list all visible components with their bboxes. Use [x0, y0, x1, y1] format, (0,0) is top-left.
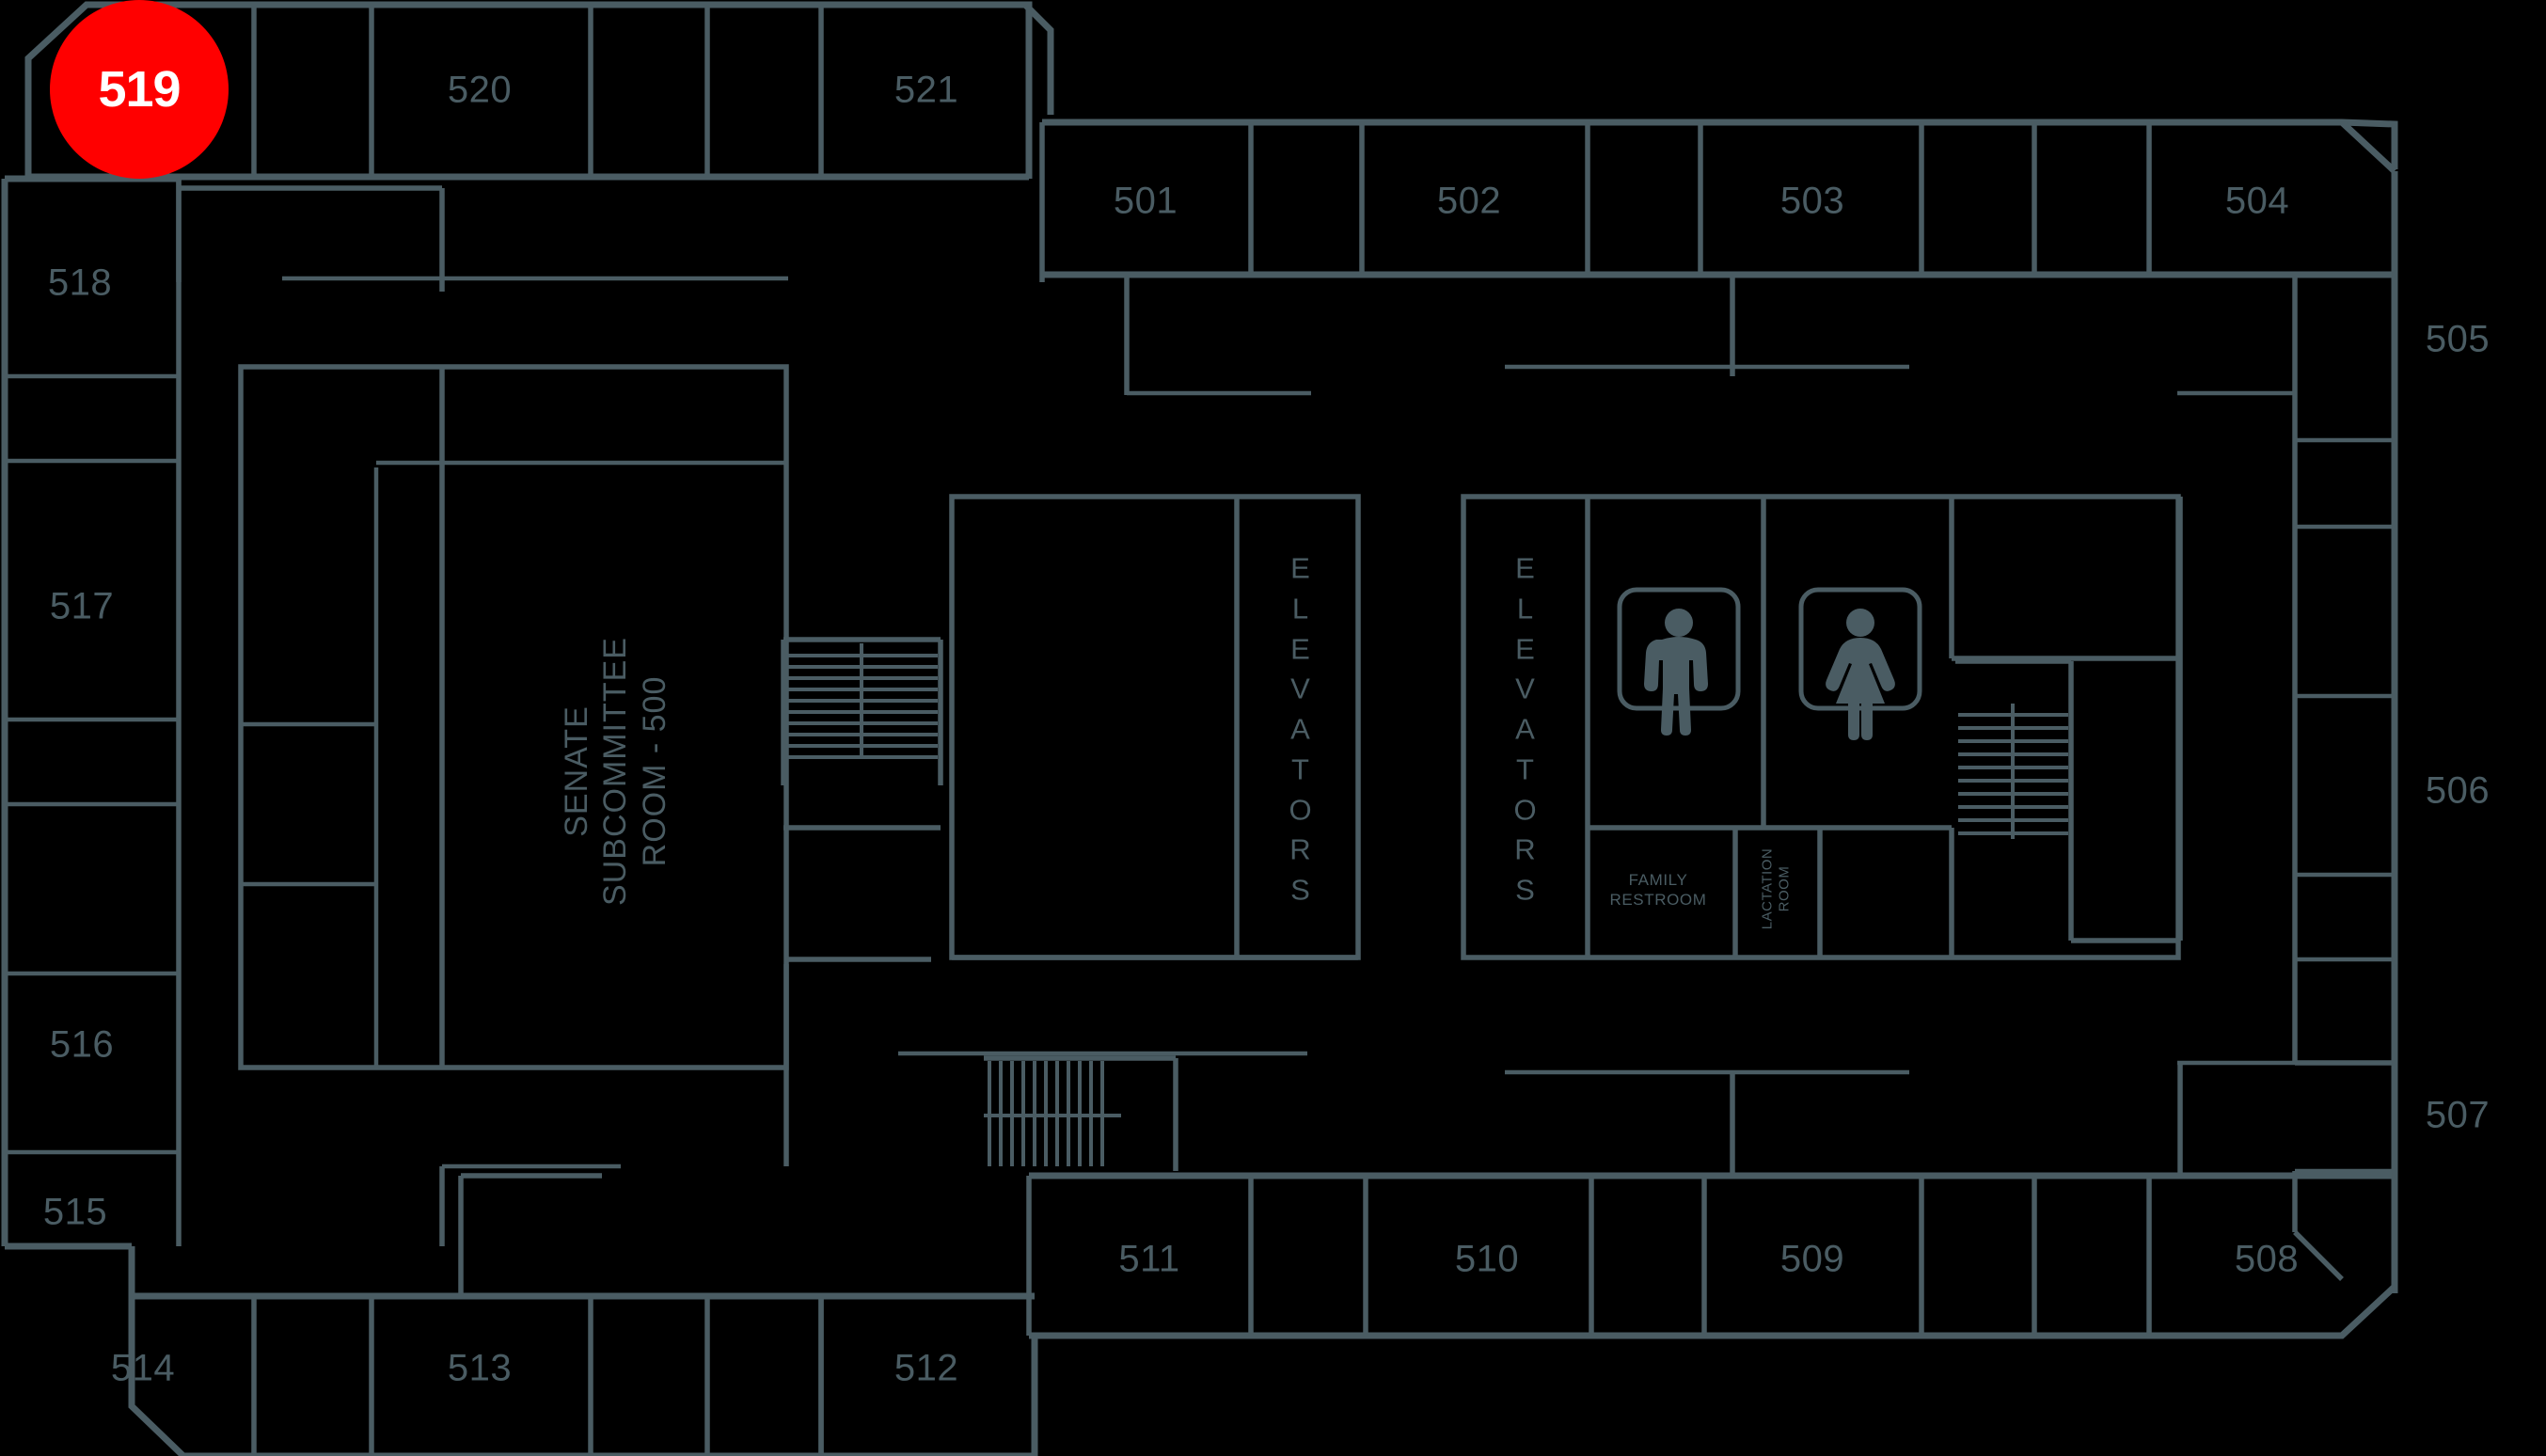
bottom-left-room-row — [132, 1173, 1035, 1456]
elevator-letter: L — [1516, 592, 1535, 625]
top-right-room-row — [1042, 122, 2395, 278]
elevator-letter: O — [1289, 793, 1313, 827]
stairs-east — [1955, 497, 2183, 943]
male-restroom-icon — [1617, 587, 1741, 736]
elevator-letter: E — [1290, 551, 1311, 585]
marker-room-number: 519 — [98, 61, 181, 118]
female-restroom-icon — [1798, 587, 1922, 740]
family-restroom-label: FAMILY RESTROOM — [1609, 870, 1707, 909]
elevator-letter: E — [1290, 632, 1311, 666]
bottom-right-room-row — [1248, 1176, 2152, 1336]
top-room-row — [28, 5, 1029, 181]
south-corridor — [898, 1051, 2395, 1336]
stairs-west — [781, 637, 943, 831]
elevator-letter: O — [1513, 793, 1538, 827]
lactation-room-label: LACTATION ROOM — [1759, 847, 1793, 930]
elevator-letter: A — [1290, 712, 1311, 746]
elevator-letter: E — [1515, 632, 1536, 666]
elevator-letter: T — [1291, 752, 1310, 786]
senate-subcommittee-room-walls — [238, 364, 931, 1246]
elevator-letter: S — [1515, 873, 1536, 907]
elevator-letter: S — [1290, 873, 1311, 907]
building-outline — [1, 1, 2398, 1456]
stairs-south — [984, 1055, 1178, 1171]
elevators-left-label: E L E V A T O R S — [1289, 549, 1312, 911]
elevator-letter: R — [1289, 832, 1312, 866]
right-room-column — [2292, 437, 2395, 1281]
right-elevator-core — [1461, 494, 2181, 960]
center-block-elevators-left — [949, 494, 1361, 960]
upper-corridor — [179, 122, 2395, 1063]
senate-subcommittee-room-label: SENATE SUBCOMMITTEE ROOM - 500 — [558, 637, 672, 906]
elevator-letter: T — [1516, 752, 1535, 786]
elevators-right-label: E L E V A T O R S — [1513, 549, 1537, 911]
elevator-letter: R — [1514, 832, 1537, 866]
elevator-letter: V — [1290, 672, 1311, 705]
highlighted-room-marker-519[interactable]: 519 — [50, 0, 229, 179]
elevator-letter: A — [1515, 712, 1536, 746]
elevator-letter: E — [1515, 551, 1536, 585]
left-room-column — [5, 179, 445, 1246]
elevator-letter: L — [1291, 592, 1310, 625]
elevator-letter: V — [1515, 672, 1536, 705]
